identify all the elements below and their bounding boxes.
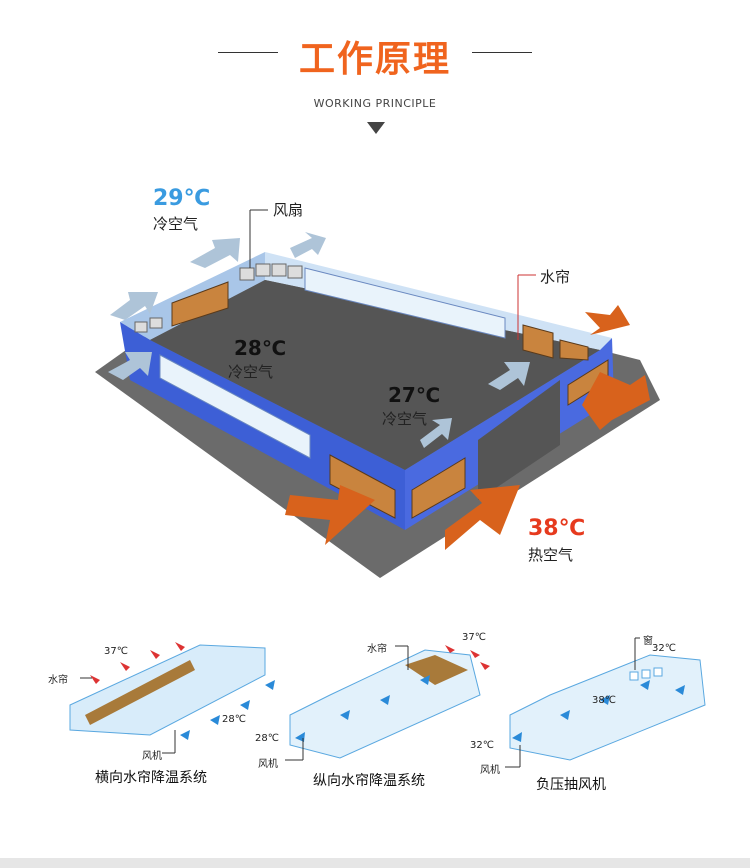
system2-water-curtain-label: 水帘 <box>367 644 387 655</box>
temp-27: 27℃ <box>388 383 441 407</box>
cold-air-label: 冷空气 <box>153 215 199 233</box>
system1-temp-in: 37℃ <box>104 646 128 657</box>
hot-air-arrows <box>285 305 650 550</box>
system1-water-curtain-label: 水帘 <box>48 675 68 686</box>
page-title: 工作原理 <box>298 39 451 80</box>
system3-fan-label: 风机 <box>480 765 500 776</box>
water-curtain-label: 水帘 <box>540 268 571 286</box>
negative-pressure-system-illustration <box>505 637 706 768</box>
main-building-illustration <box>95 209 660 578</box>
cold-air-label: 冷空气 <box>382 410 428 428</box>
system3-caption: 负压抽风机 <box>536 777 606 793</box>
windows <box>159 267 506 459</box>
temp-38: 38℃ <box>528 516 586 541</box>
fan-label: 风扇 <box>273 201 304 219</box>
cold-air-arrows <box>108 232 530 448</box>
system3-window-label: 窗 <box>643 636 653 647</box>
system2-fan-label: 风机 <box>258 759 278 770</box>
temp-28: 28℃ <box>234 336 287 360</box>
hot-air-label: 热空气 <box>528 546 574 564</box>
transverse-system-illustration <box>69 642 275 754</box>
system1-caption: 横向水帘降温系统 <box>95 770 207 786</box>
title-divider-right <box>472 52 532 53</box>
door <box>478 380 560 500</box>
cold-air-label: 冷空气 <box>228 363 274 381</box>
water-curtains <box>171 281 609 519</box>
temp-29: 29℃ <box>153 186 211 211</box>
bottom-bar <box>0 858 750 868</box>
title-divider-left <box>218 52 278 53</box>
system1-temp-out: 28℃ <box>222 714 246 725</box>
down-triangle-icon <box>367 122 385 134</box>
system1-fan-label: 风机 <box>142 751 162 762</box>
page-subtitle: WORKING PRINCIPLE <box>313 97 437 110</box>
system2-temp-out: 28℃ <box>255 733 279 744</box>
system3-temp-mid: 38℃ <box>592 695 616 706</box>
system2-temp-in: 37℃ <box>462 632 486 643</box>
system2-caption: 纵向水帘降温系统 <box>313 773 425 789</box>
system3-temp-out: 32℃ <box>470 740 494 751</box>
system3-temp-window: 32℃ <box>652 643 676 654</box>
longitudinal-system-illustration <box>285 645 490 761</box>
system-illustrations <box>69 637 706 768</box>
fans <box>134 263 303 333</box>
